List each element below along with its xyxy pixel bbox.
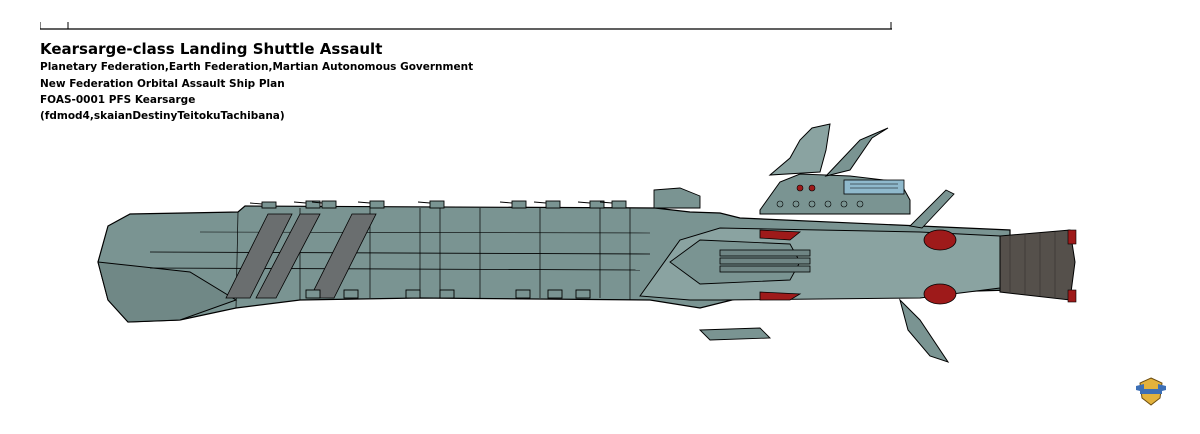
scale-bar xyxy=(40,22,892,30)
bridge-window xyxy=(843,179,905,195)
central-cannons xyxy=(719,249,811,273)
faction-line: Planetary Federation,Earth Federation,Ma… xyxy=(40,61,474,73)
bridge-tower xyxy=(768,123,831,176)
antenna-mast xyxy=(824,127,889,177)
main-engine xyxy=(999,229,1076,301)
ventral-turrets xyxy=(305,289,591,299)
prow-keel xyxy=(97,261,238,323)
credits-line: (fdmod4,skaianDestinyTeitokuTachibana) xyxy=(40,110,285,122)
engine-intakes xyxy=(759,229,957,305)
ventral-fin xyxy=(899,298,950,363)
page-title: Kearsarge-class Landing Shuttle Assault xyxy=(40,40,383,58)
ship-designation: FOAS-0001 PFS Kearsarge xyxy=(40,94,196,106)
shield-wings-icon xyxy=(1136,377,1166,406)
hull-stripes xyxy=(225,213,377,299)
dorsal-turrets xyxy=(249,200,627,209)
plan-line: New Federation Orbital Assault Ship Plan xyxy=(40,78,285,90)
